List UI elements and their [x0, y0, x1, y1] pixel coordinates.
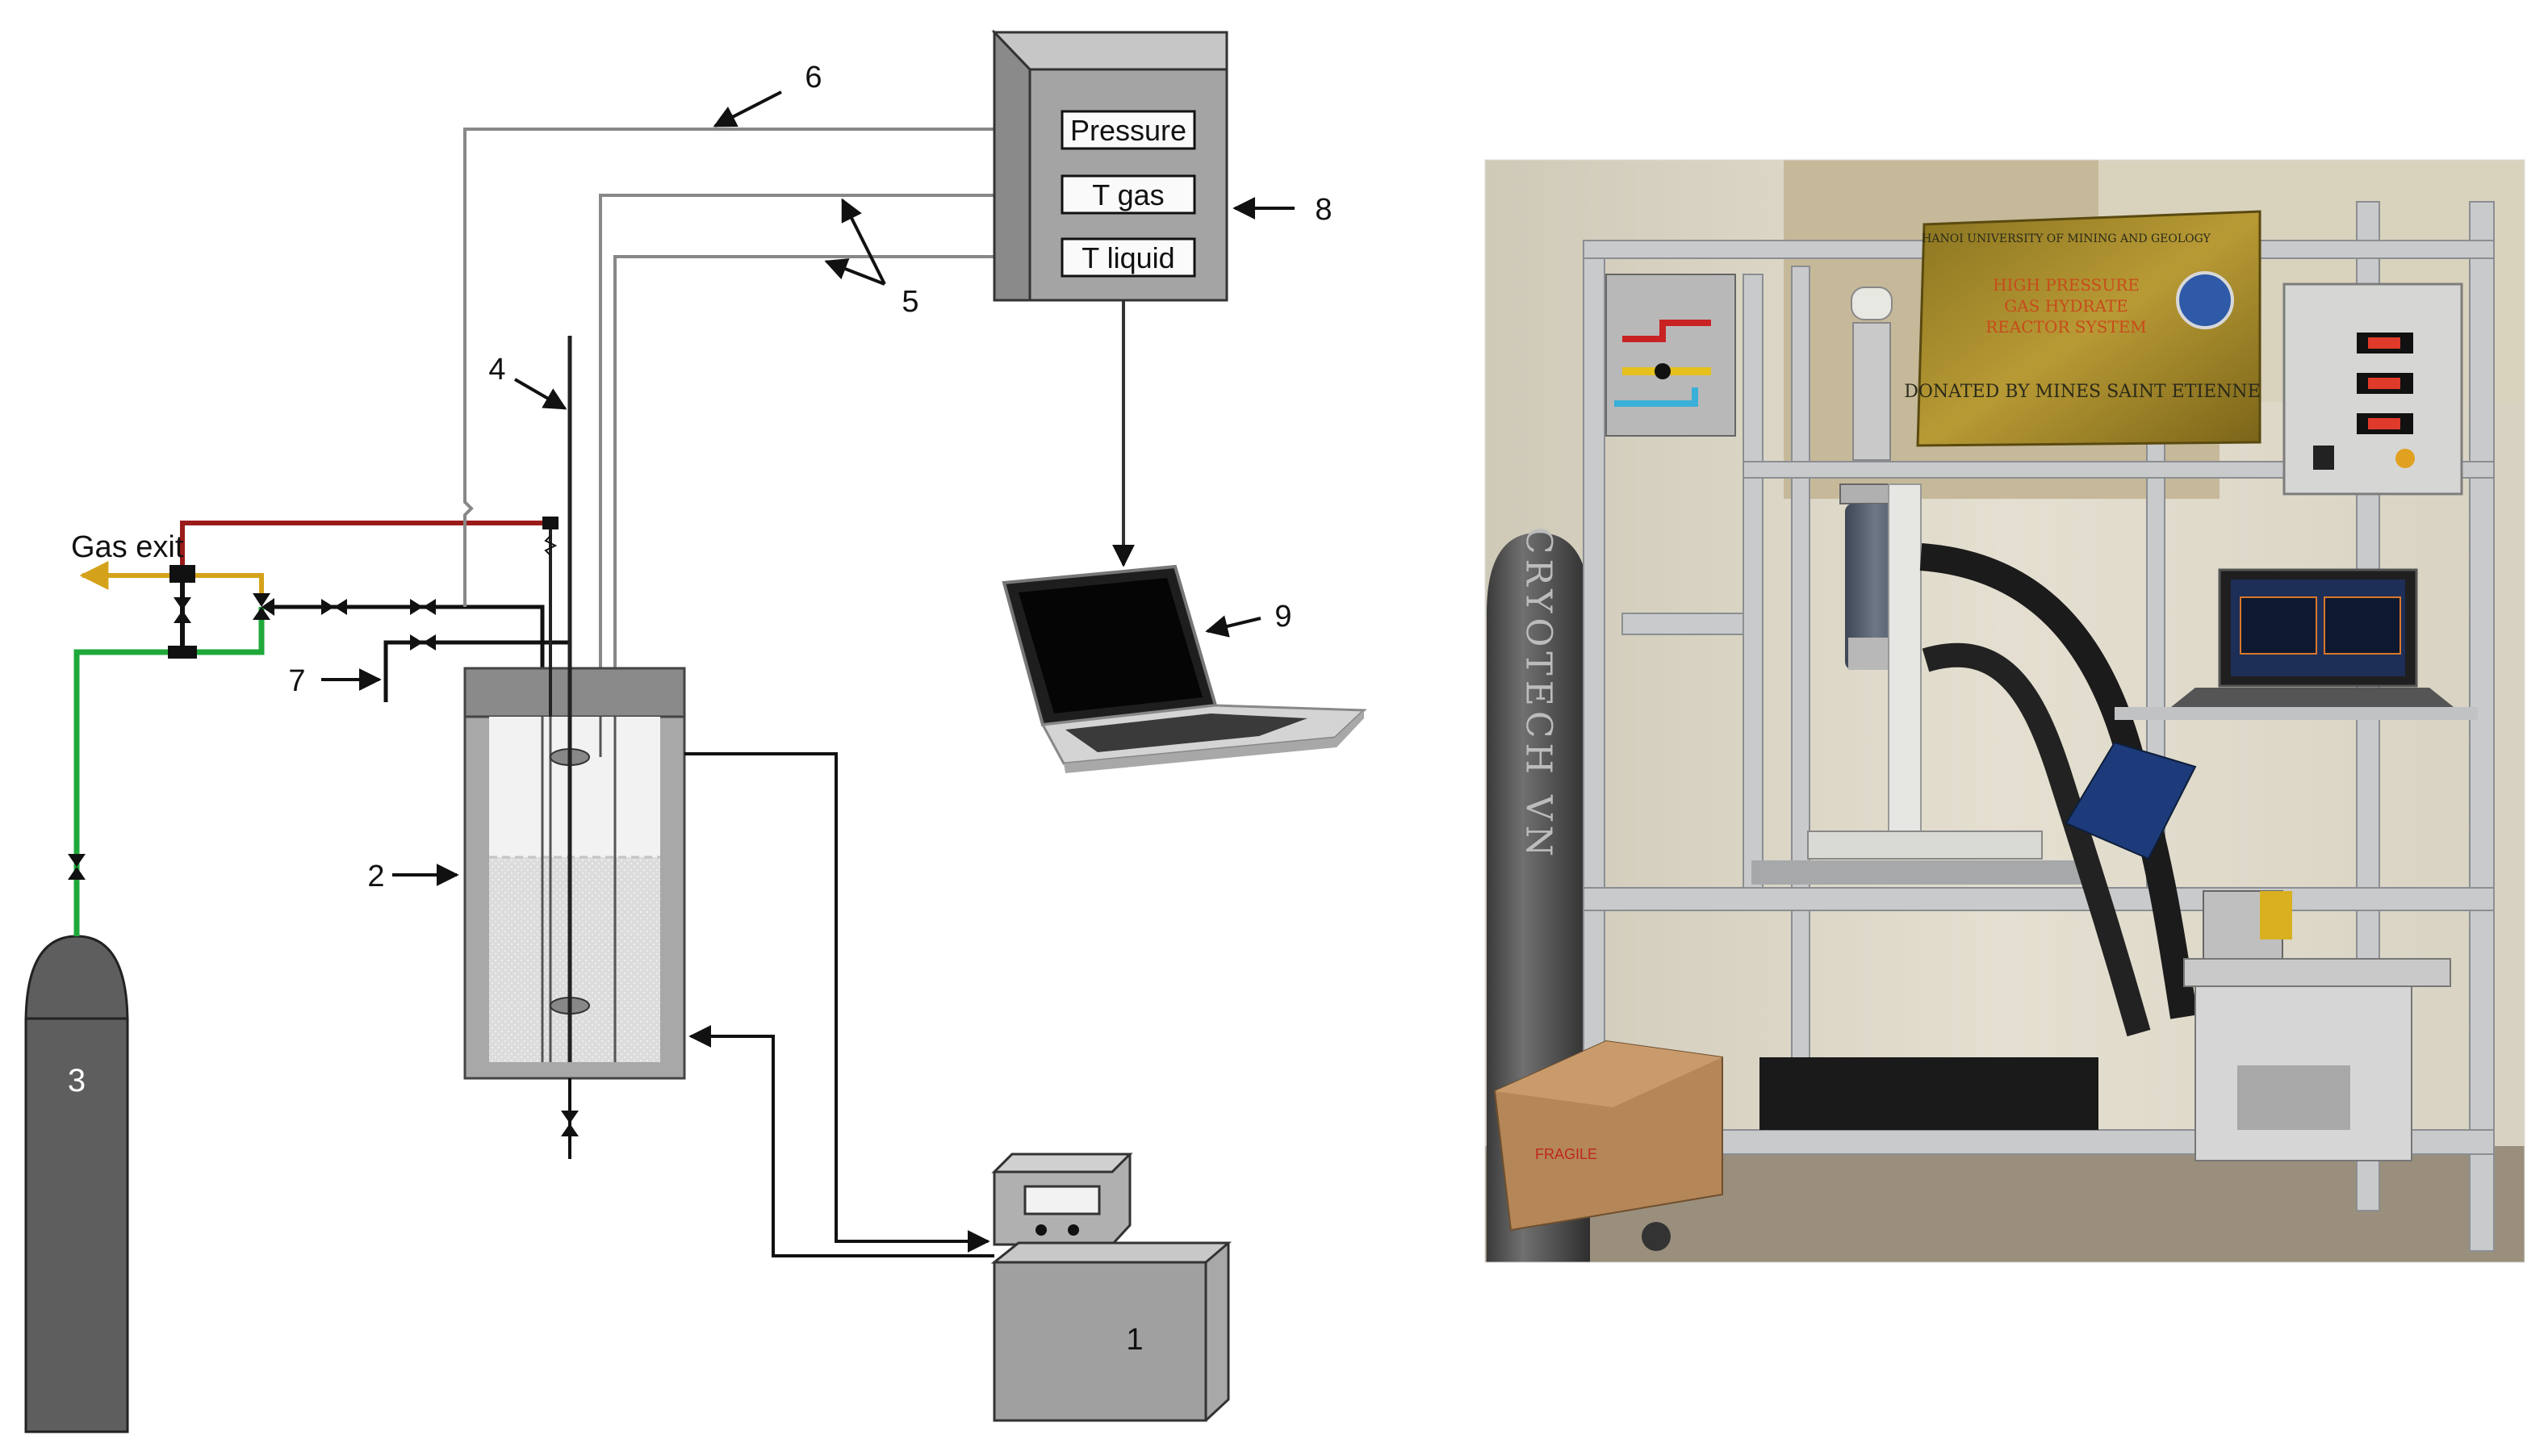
red-gas-line	[180, 521, 550, 565]
photo-gas-panel	[1605, 274, 1736, 437]
plaque-line-3: GAS HYDRATE	[2004, 296, 2128, 316]
three-way-valve	[253, 593, 274, 620]
drain-valve	[561, 1111, 579, 1136]
photo-floor-hoses	[1759, 1057, 2098, 1130]
label-4: 4	[488, 353, 505, 387]
label-8: 8	[1315, 193, 1332, 227]
arrow-9	[1205, 615, 1261, 638]
coolant-in-line	[688, 1025, 994, 1257]
photo-cardboard-box: FRAGILE	[1493, 1040, 1723, 1232]
photo-chiller	[2183, 890, 2451, 1161]
label-5: 5	[902, 285, 918, 319]
arrow-6	[713, 90, 782, 128]
label-9: 9	[1274, 600, 1291, 634]
monitor-t-liquid: T liquid	[1082, 241, 1174, 274]
arrow-4	[513, 378, 567, 410]
photo-cylinder-text: CRYOTECH VN	[1518, 527, 1559, 861]
monitor-pressure: Pressure	[1070, 114, 1186, 147]
inlet-valve-7	[410, 634, 436, 651]
label-1: 1	[1126, 1323, 1143, 1357]
photo-plaque: HANOI UNIVERSITY OF MINING AND GEOLOGY H…	[1904, 210, 2261, 447]
gas-cylinder-3: 3	[24, 935, 129, 1433]
yellow-exit-branch	[195, 573, 264, 593]
thermostat-bath-1: 1	[990, 1153, 1232, 1422]
signal-line-6	[463, 129, 1017, 607]
signal-line-tgas	[599, 195, 1017, 668]
plaque-line-1: HANOI UNIVERSITY OF MINING AND GEOLOGY	[1922, 232, 2211, 245]
gas-exit-junction	[168, 565, 197, 659]
data-acquisition-8: Pressure T gas T liquid	[991, 29, 1228, 302]
laptop-9	[1002, 564, 1367, 773]
arrow-5b	[824, 258, 885, 286]
label-7: 7	[288, 664, 305, 698]
arrow-5a	[841, 198, 886, 285]
signal-line-tliquid	[613, 257, 1017, 668]
photo-laptop	[2115, 568, 2478, 720]
photo-reactor	[1751, 287, 2090, 885]
gas-exit-label: Gas exit	[71, 530, 184, 564]
label-2: 2	[367, 860, 384, 893]
photo-binder	[2065, 741, 2197, 860]
reactor-2	[463, 667, 686, 1080]
plaque-line-5: DONATED BY MINES SAINT ETIENNE	[1904, 382, 2260, 402]
setup-photograph: CRYOTECH VN	[1484, 159, 2525, 1263]
supply-valves	[321, 599, 436, 615]
label-3: 3	[68, 1063, 86, 1098]
photo-box-text: FRAGILE	[1535, 1146, 1597, 1162]
schematic-diagram: 3 Gas exit	[24, 29, 1367, 1433]
monitor-t-gas: T gas	[1092, 178, 1164, 211]
coolant-out-line	[684, 752, 990, 1253]
plaque-line-4: REACTOR SYSTEM	[1985, 317, 2147, 337]
photo-hose-2	[1922, 642, 2151, 1037]
cylinder-valve	[68, 854, 86, 880]
photo-control-box	[2282, 282, 2463, 496]
plaque-line-2: HIGH PRESSURE	[1993, 275, 2140, 295]
label-6: 6	[805, 61, 822, 94]
